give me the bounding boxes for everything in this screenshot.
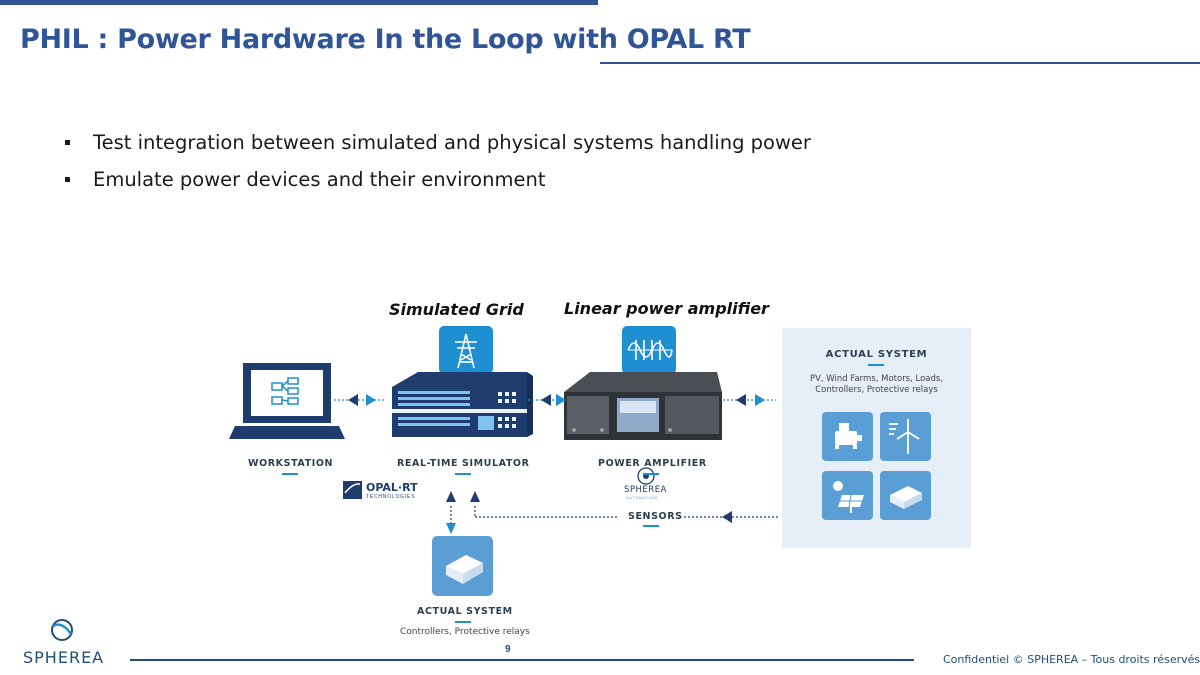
opal-rt-logo-icon (343, 481, 362, 499)
confidential-notice: Confidentiel © SPHEREA – Tous droits rés… (943, 653, 1200, 666)
actual-system-desc: PV, Wind Farms, Motors, Loads, Controlle… (782, 374, 971, 396)
power-amplifier-image (564, 372, 722, 440)
spherea-small-name: SPHEREA (624, 485, 667, 495)
page-number: 9 (505, 644, 511, 655)
wind-turbine-icon (880, 412, 931, 461)
amplifier-label: POWER AMPLIFIER (598, 458, 707, 469)
actual-system-bottom-desc: Controllers, Protective relays (400, 627, 530, 637)
actual-system-desc-line: PV, Wind Farms, Motors, Loads, (809, 374, 944, 384)
spherea-small-logo-icon (637, 467, 655, 485)
simulator-icon (392, 372, 533, 437)
label-underline (868, 364, 884, 366)
device-box-icon (880, 471, 931, 520)
top-accent-bar (0, 0, 598, 5)
spherea-logo-text: SPHEREA (23, 648, 105, 667)
label-underline (455, 621, 471, 623)
bullet-list: Test integration between simulated and p… (62, 124, 811, 198)
actual-system-panel: ACTUAL SYSTEM PV, Wind Farms, Motors, Lo… (782, 328, 971, 548)
bullet-item: Emulate power devices and their environm… (62, 161, 811, 198)
label-underline (643, 525, 659, 527)
label-underline (455, 473, 471, 475)
simulator-label: REAL-TIME SIMULATOR (397, 458, 530, 469)
caption-linear-amplifier: Linear power amplifier (564, 299, 769, 318)
laptop-icon (229, 363, 345, 439)
spherea-small-sub: AUTOMATION (626, 495, 658, 500)
slide-title: PHIL : Power Hardware In the Loop with O… (20, 24, 751, 55)
label-underline (282, 473, 298, 475)
actual-system-title: ACTUAL SYSTEM (825, 349, 928, 360)
sensors-label: SENSORS (628, 511, 683, 522)
workstation-label: WORKSTATION (248, 458, 334, 469)
power-tower-icon (439, 326, 493, 381)
solar-panel-icon (822, 471, 873, 520)
actual-system-desc-line: Controllers, Protective relays (815, 385, 938, 395)
label-underline (643, 473, 659, 475)
controller-device-tile (432, 536, 493, 596)
motor-icon (822, 412, 873, 461)
bullet-item: Test integration between simulated and p… (62, 124, 811, 161)
title-underline (600, 62, 1200, 64)
opal-rt-name: OPAL·RT (366, 481, 418, 494)
caption-simulated-grid: Simulated Grid (389, 300, 524, 319)
spherea-logo-icon (51, 619, 73, 641)
actual-system-bottom-title: ACTUAL SYSTEM (417, 606, 513, 617)
footer-rule (130, 659, 914, 661)
opal-rt-sub: TECHNOLOGIES (366, 494, 416, 500)
